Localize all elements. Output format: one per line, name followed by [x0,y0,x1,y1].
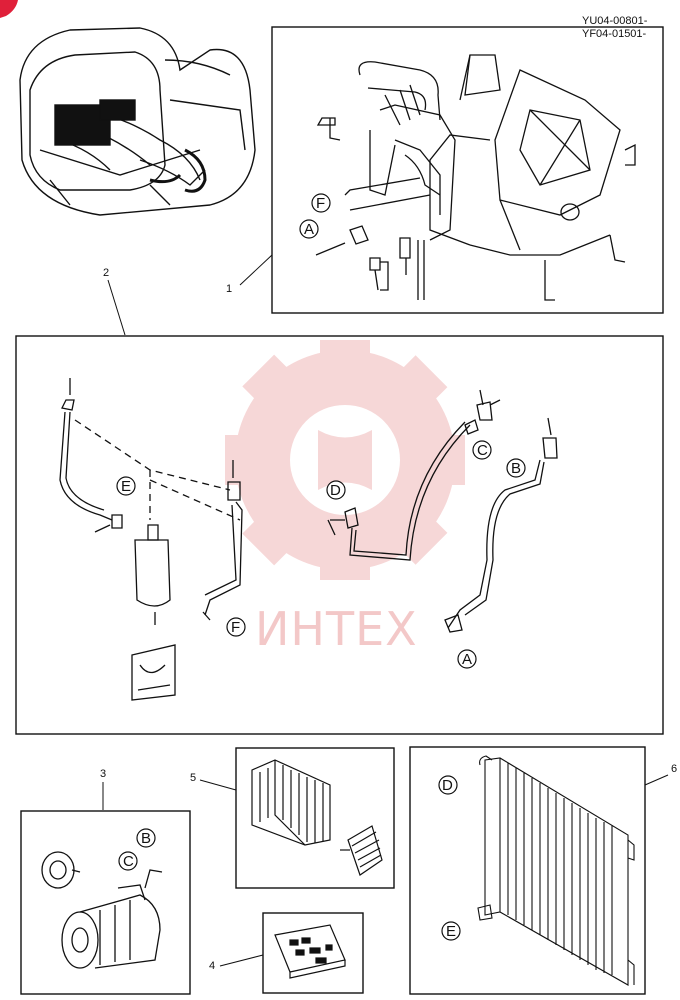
hose-callout-A: A [457,649,477,669]
svg-text:C: C [477,442,488,459]
svg-text:A: A [304,221,314,238]
corner-mark [0,0,18,18]
part-4-frame [262,912,364,994]
part-number-3: 3 [100,768,106,780]
control-panel-illustration [274,924,346,979]
unit-callout-F: F [311,193,331,213]
part-5-frame [235,747,395,889]
compressor-illustration [41,851,163,969]
part-number-5: 5 [190,772,196,784]
comp-callout-C: C [118,851,138,871]
hose-callout-B: B [506,458,526,478]
condenser-illustration [477,755,635,986]
part-number-2: 2 [103,267,109,279]
hose-assemblies [59,378,558,701]
leader-2 [107,279,126,336]
part-1-frame [271,26,664,314]
comp-callout-B: B [136,828,156,848]
part-number-4: 4 [209,960,215,972]
svg-text:F: F [316,195,325,212]
hose-callout-C: C [472,440,492,460]
leader-5 [199,779,237,791]
leader-1 [239,254,273,286]
hose-callout-F: F [226,617,246,637]
part-number-1: 1 [226,283,232,295]
watermark-gear [225,340,465,580]
svg-text:E: E [446,923,456,940]
part-3-frame [20,810,191,995]
header-code-2: YF04-01501- [582,28,647,40]
leader-6 [644,774,669,786]
svg-text:A: A [462,651,472,668]
leader-4 [219,954,264,967]
svg-text:D: D [442,777,453,794]
cond-callout-D: D [438,775,458,795]
svg-text:F: F [231,619,240,636]
excavator-cab-sketch [19,27,256,216]
part-2-frame [15,335,664,735]
svg-text:D: D [330,482,341,499]
watermark-text: ИНТЕХ [255,602,418,656]
cond-callout-E: E [441,921,461,941]
svg-text:C: C [123,853,134,870]
svg-text:B: B [511,460,521,477]
svg-text:E: E [121,478,131,495]
header-code-1: YU04-00801- [582,15,648,27]
evaporator-core-illustration [251,759,383,876]
unit-callout-A: A [299,219,319,239]
part-number-6: 6 [671,763,677,775]
part-6-frame [409,746,646,995]
svg-text:B: B [141,830,151,847]
hvac-unit-illustration [315,54,636,301]
hose-callout-D: D [326,480,346,500]
hose-callout-E: E [116,476,136,496]
